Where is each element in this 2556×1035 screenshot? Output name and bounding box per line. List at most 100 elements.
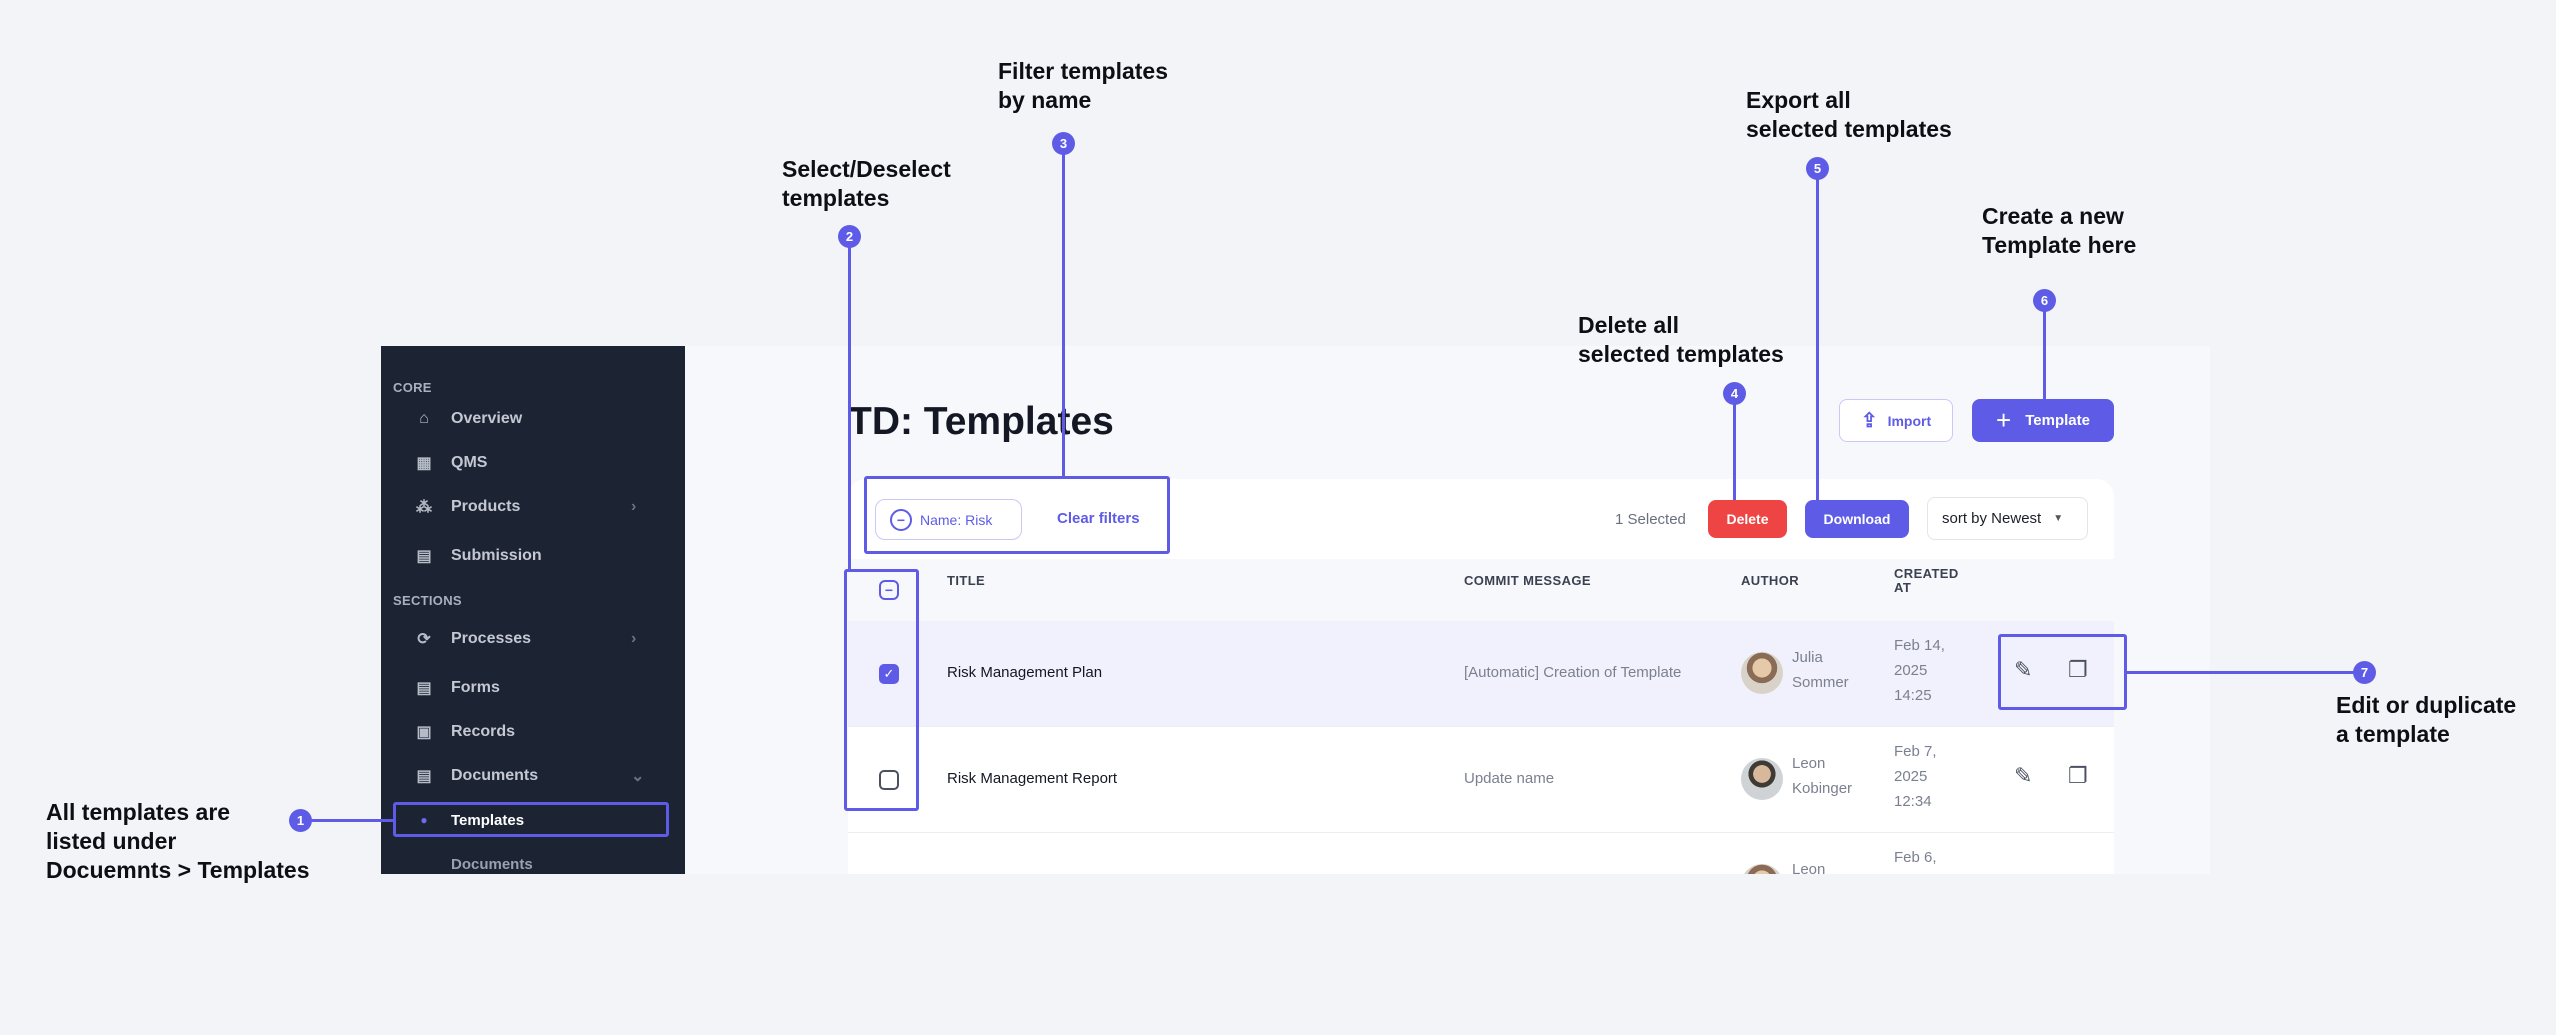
column-header-created-at[interactable]: CREATED AT <box>1894 566 1959 595</box>
avatar <box>1741 864 1783 874</box>
caret-down-icon: ▼ <box>2053 513 2064 524</box>
sidebar-item-records[interactable]: ▣ Records <box>381 714 685 750</box>
row-checkbox[interactable] <box>879 770 899 790</box>
avatar <box>1741 652 1783 694</box>
edit-pencil-icon[interactable]: ✎ <box>2014 657 2033 682</box>
row-title[interactable]: Risk Management Report <box>947 770 1118 787</box>
annotation-3-line <box>1062 143 1065 477</box>
building-icon: ▦ <box>416 455 432 472</box>
sidebar-item-forms[interactable]: ▤ Forms <box>381 670 685 706</box>
plus-icon: + <box>1996 405 2012 435</box>
annotation-3-marker: 3 <box>1052 132 1075 155</box>
sidebar-subitem-templates[interactable]: ●Templates <box>381 802 685 838</box>
templates-table-card: −Name: Risk Clear filters 1 Selected Del… <box>848 479 2114 874</box>
created-year: 2025 <box>1894 768 1928 785</box>
annotation-6-marker: 6 <box>2033 289 2056 312</box>
sidebar-item-documents[interactable]: ▤ Documents ⌄ <box>381 758 685 794</box>
sidebar-item-submission[interactable]: ▤Submission <box>381 538 685 574</box>
process-cycle-icon: ⟳ <box>417 631 431 648</box>
author-last-name: Kobinger <box>1792 780 1853 797</box>
annotation-2-box <box>844 569 919 811</box>
chevron-right-icon: › <box>631 630 637 647</box>
upload-icon: ⇪ <box>1860 410 1878 432</box>
select-all-checkbox[interactable]: − <box>879 580 899 600</box>
sidebar-item-qms[interactable]: ▦ QMS <box>381 445 685 481</box>
sidebar-item-processes[interactable]: ⟳ Processes › <box>381 621 685 657</box>
author-first-name: Leon <box>1792 861 1826 874</box>
chevron-down-icon: ⌄ <box>631 768 645 785</box>
annotation-5-line <box>1816 168 1819 500</box>
avatar <box>1741 758 1783 800</box>
section-label-sections: SECTIONS <box>393 593 462 608</box>
annotation-5-marker: 5 <box>1806 157 1829 180</box>
annotation-4-line <box>1733 393 1736 500</box>
form-icon: ▤ <box>416 680 432 697</box>
column-header-commit-message[interactable]: COMMIT MESSAGE <box>1464 573 1591 588</box>
annotation-2-marker: 2 <box>838 225 861 248</box>
annotation-1-line <box>300 819 393 822</box>
download-button[interactable]: Download <box>1805 500 1909 538</box>
annotation-6-line <box>2043 300 2046 399</box>
filter-chip-label: Name: Risk <box>920 511 993 528</box>
home-icon: ⌂ <box>419 410 429 427</box>
sidebar-item-label: Forms <box>451 679 500 696</box>
sidebar-item-label: Documents <box>451 767 539 784</box>
annotation-1-box <box>393 802 669 837</box>
author-first-name: Julia <box>1792 649 1823 666</box>
duplicate-icon[interactable]: ❐ <box>2068 763 2088 788</box>
sidebar-item-overview[interactable]: ⌂ Overview <box>381 401 685 437</box>
annotation-3-box <box>864 476 1170 554</box>
sidebar: CORE ⌂Overview ▦QMS ⁂Products› ▤Submissi… <box>381 346 685 874</box>
sort-value: sort by Newest <box>1942 510 2042 527</box>
table-row[interactable]: Leon Feb 6, <box>848 833 2114 874</box>
sidebar-item-label: Submission <box>451 547 542 564</box>
section-label-core: CORE <box>393 380 432 395</box>
sidebar-item-label: Documents <box>451 855 533 873</box>
table-row[interactable]: Risk Management Report Update name Leon … <box>848 727 2114 833</box>
sidebar-item-label: Products <box>451 498 521 515</box>
table-header <box>848 559 2114 621</box>
row-commit-message: Update name <box>1464 770 1555 787</box>
created-date: Feb 7, <box>1894 743 1937 760</box>
sort-select[interactable]: sort by Newest ▼ <box>1927 497 2088 540</box>
edit-pencil-icon[interactable]: ✎ <box>2014 763 2033 788</box>
filter-chip-name[interactable]: −Name: Risk <box>875 499 1022 540</box>
row-commit-message: [Automatic] Creation of Template <box>1464 664 1682 681</box>
sidebar-item-label: QMS <box>451 454 488 471</box>
sidebar-item-label: Processes <box>451 630 532 647</box>
table-row[interactable]: ✓ Risk Management Plan [Automatic] Creat… <box>848 621 2114 727</box>
row-checkbox-checked[interactable]: ✓ <box>879 664 899 684</box>
import-button[interactable]: ⇪ Import <box>1839 399 1953 442</box>
template-label: Template <box>2025 412 2090 429</box>
created-date: Feb 6, <box>1894 849 1937 866</box>
row-title[interactable]: Risk Management Plan <box>947 664 1103 681</box>
sidebar-item-label: Records <box>451 723 516 740</box>
clear-filters-link[interactable]: Clear filters <box>1057 510 1140 527</box>
page-title: TD: Templates <box>848 400 1114 443</box>
annotation-7-marker: 7 <box>2353 661 2376 684</box>
import-label: Import <box>1887 412 1932 429</box>
annotation-1-marker: 1 <box>289 809 312 832</box>
archive-icon: ▣ <box>416 724 432 741</box>
sidebar-subitem-documents[interactable]: Documents <box>381 846 685 874</box>
author-first-name: Leon <box>1792 755 1826 772</box>
remove-filter-icon[interactable]: − <box>890 508 912 531</box>
column-header-author[interactable]: AUTHOR <box>1741 573 1800 588</box>
add-template-button[interactable]: + Template <box>1972 399 2114 442</box>
sidebar-item-label: Templates <box>451 811 525 829</box>
annotation-2-line <box>848 236 851 570</box>
duplicate-icon[interactable]: ❐ <box>2068 657 2088 682</box>
delete-button[interactable]: Delete <box>1708 500 1787 538</box>
document-icon: ▤ <box>416 768 432 785</box>
sidebar-item-label: Overview <box>451 410 523 427</box>
column-header-title[interactable]: TITLE <box>947 573 986 588</box>
created-year: 2025 <box>1894 662 1928 679</box>
chevron-right-icon: › <box>631 498 637 515</box>
sidebar-item-products[interactable]: ⁂Products› <box>381 489 685 525</box>
